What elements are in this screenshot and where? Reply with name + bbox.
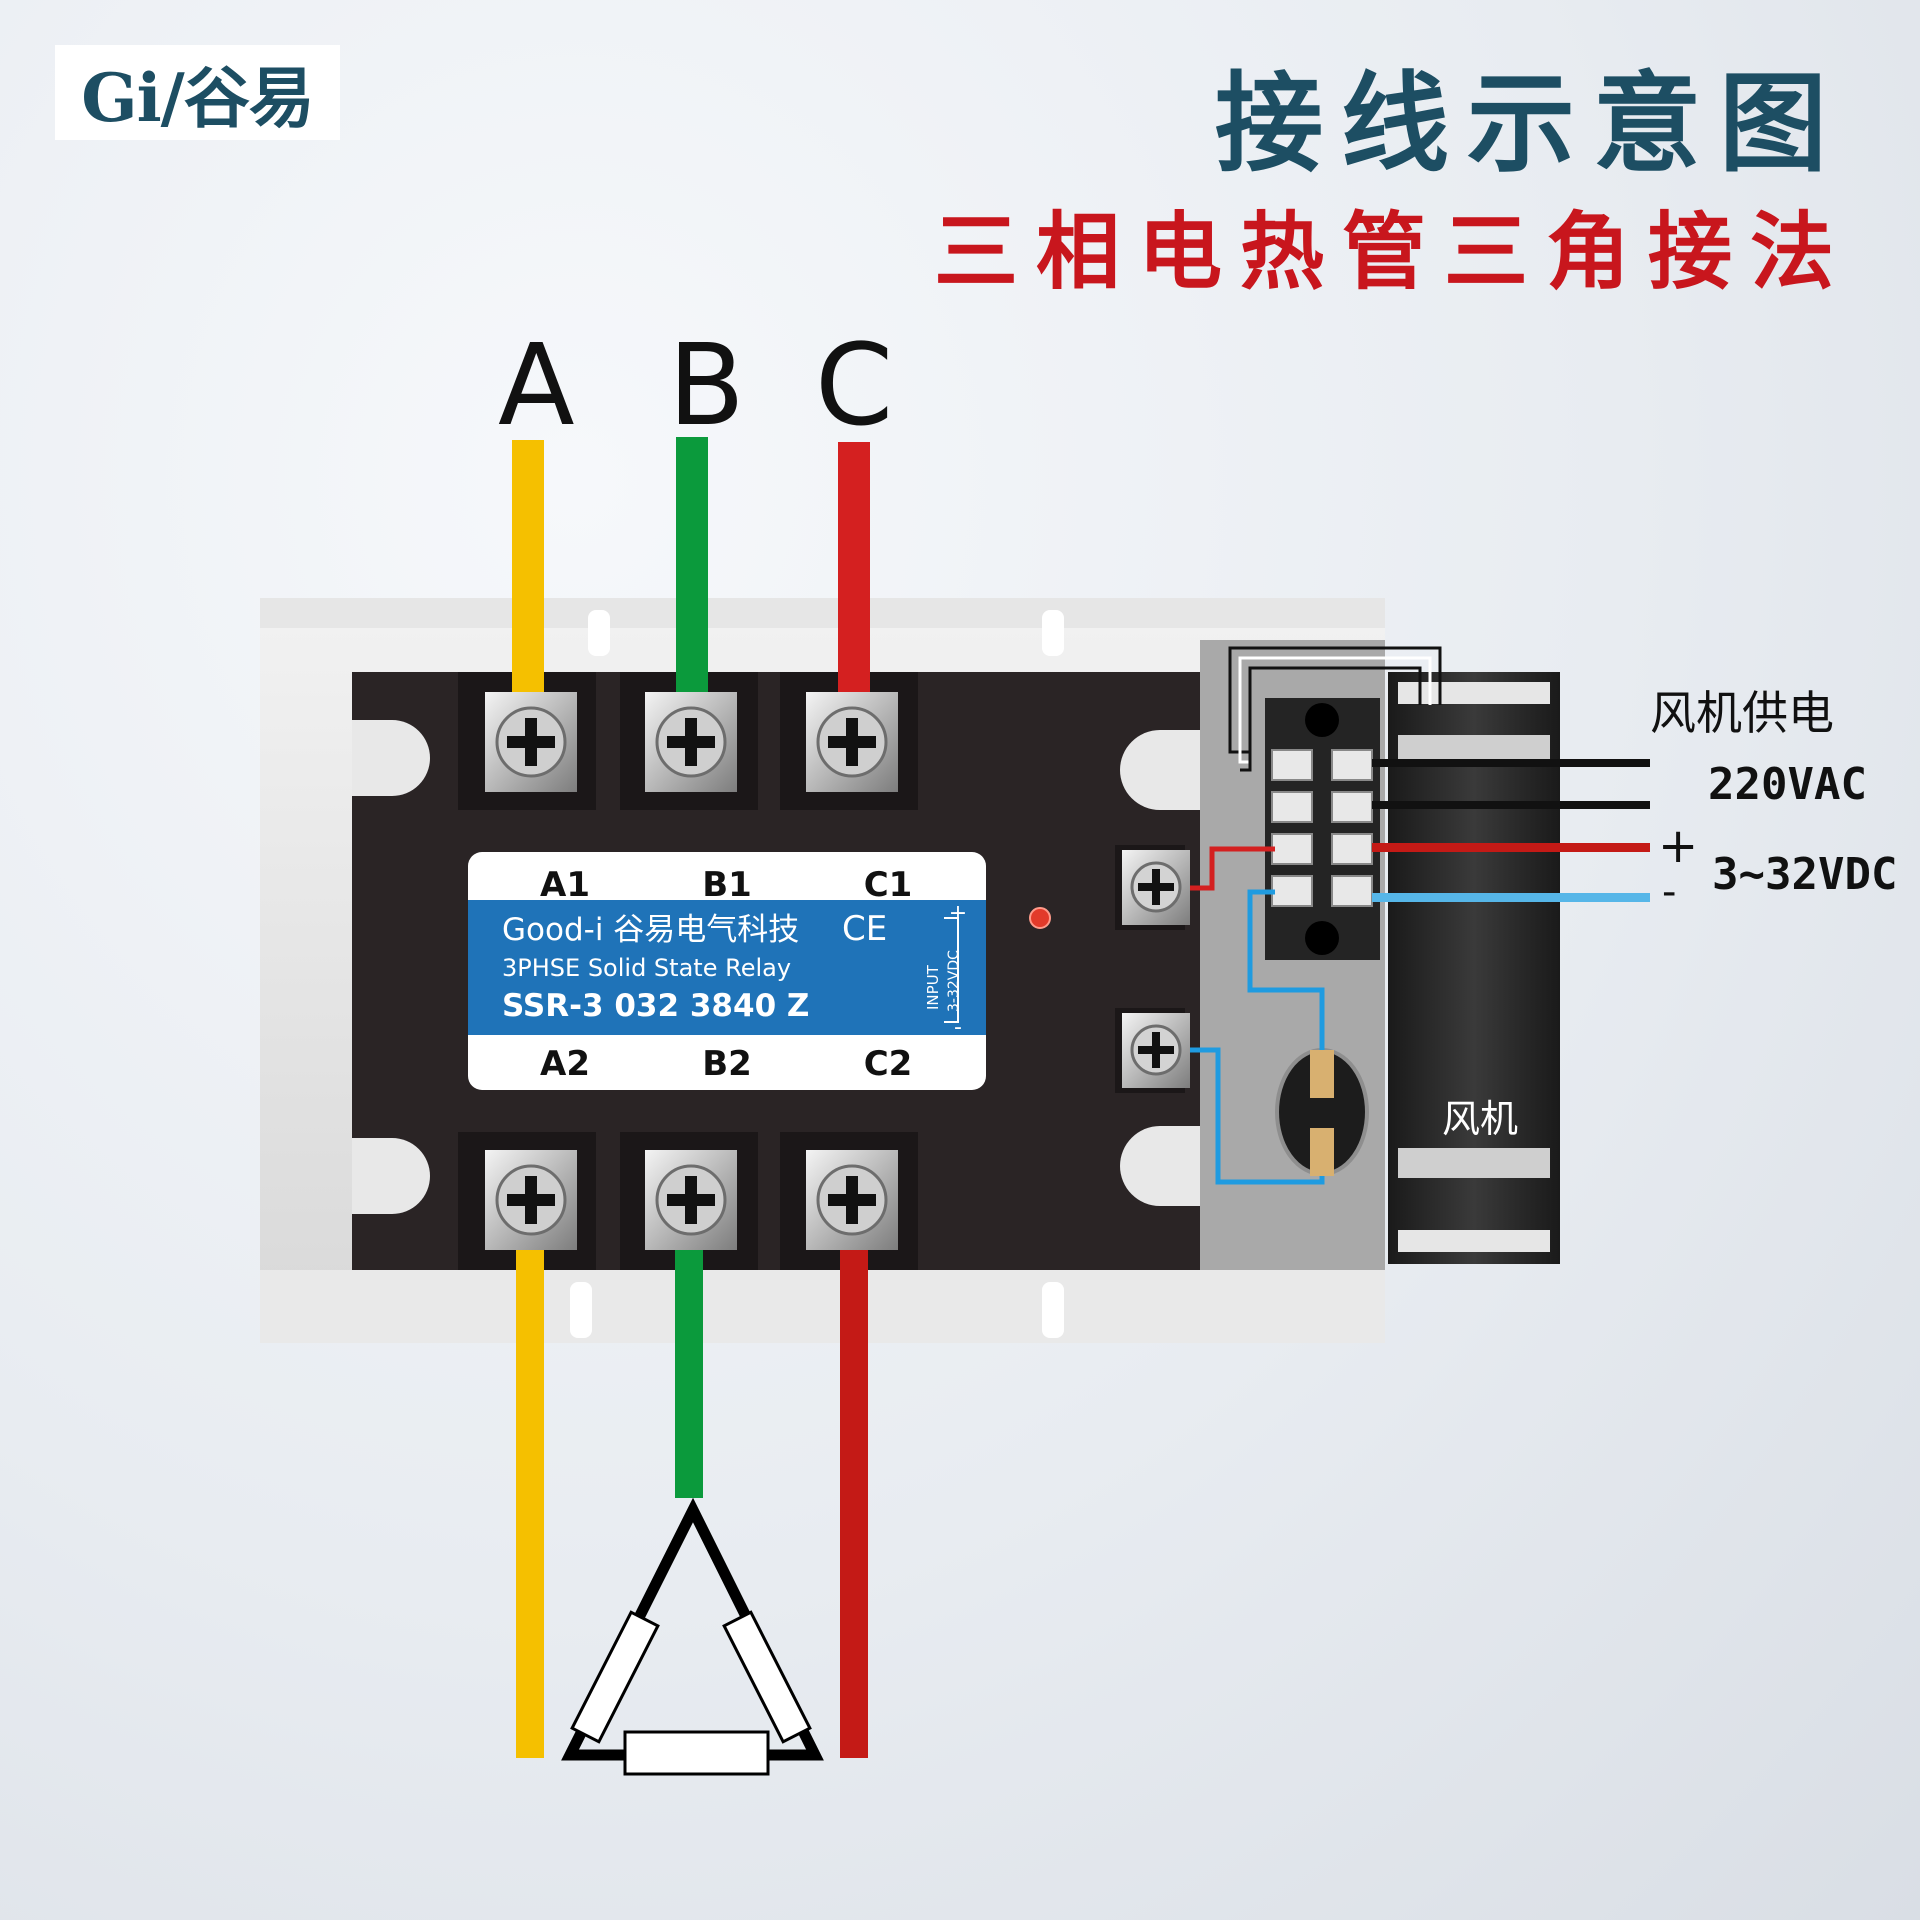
terminal-block	[1265, 698, 1380, 960]
control-minus-label: -	[1662, 869, 1677, 915]
wire-a-top	[512, 440, 544, 695]
page-title: 接线示意图	[1214, 61, 1845, 187]
phase-label-c: C	[815, 321, 894, 451]
phase-wires-bottom	[516, 1248, 868, 1758]
input-range: 3-32VDC	[946, 950, 962, 1012]
logo-text: Gi/谷易	[81, 58, 315, 137]
fan-voltage-label: 220VAC	[1708, 759, 1867, 810]
control-plus-label: +	[1658, 818, 1699, 874]
terminal-label-b2: B2	[702, 1044, 752, 1084]
ce-mark: CE	[842, 909, 887, 949]
terminal-label-a2: A2	[540, 1044, 590, 1084]
phase-label-b: B	[668, 321, 745, 451]
input-label: INPUT	[924, 964, 942, 1010]
fan-supply-label: 风机供电	[1650, 686, 1834, 740]
terminal-label-b1: B1	[702, 865, 752, 905]
wire-c-top	[838, 442, 870, 695]
input-terminal-screws	[1122, 850, 1190, 1088]
relay-label: A1 B1 C1 A2 B2 C2 Good-i 谷易电气科技 CE 3PHSE…	[468, 852, 986, 1090]
input-plus-mark: +	[949, 901, 967, 926]
control-voltage-label: 3~32VDC	[1712, 849, 1898, 900]
heater-element-left	[570, 1610, 660, 1744]
fan-label: 风机	[1442, 1097, 1518, 1141]
status-led	[1029, 907, 1051, 929]
page-subtitle: 三相电热管三角接法	[933, 202, 1852, 301]
wire-b-bottom	[675, 1248, 703, 1498]
heater-element-bottom	[623, 1730, 770, 1776]
relay-brand-line: Good-i 谷易电气科技	[502, 912, 799, 948]
terminal-label-a1: A1	[540, 865, 590, 905]
phase-label-a: A	[498, 321, 575, 451]
bottom-terminal-screws	[485, 1150, 898, 1250]
wire-a-bottom	[516, 1248, 544, 1758]
external-supply-wires	[1372, 759, 1650, 902]
control-wiring	[1190, 846, 1325, 1185]
wire-c-bottom	[840, 1248, 868, 1758]
top-terminal-screws	[485, 692, 898, 792]
delta-heater-load	[561, 1497, 824, 1776]
terminal-label-c2: C2	[864, 1044, 913, 1084]
thermal-switch	[1275, 1048, 1369, 1176]
input-minus-mark: -	[954, 1015, 962, 1040]
relay-model: SSR-3 032 3840 Z	[502, 988, 809, 1024]
terminal-label-c1: C1	[864, 865, 913, 905]
wire-b-top	[676, 437, 708, 695]
relay-product-type: 3PHSE Solid State Relay	[502, 954, 791, 982]
fan-assembly: 风机	[1388, 672, 1560, 1264]
brand-logo: Gi/谷易	[55, 45, 340, 140]
fan-internal-wiring	[1228, 646, 1442, 772]
phase-wires-top	[512, 437, 870, 695]
heater-element-right	[722, 1610, 812, 1744]
